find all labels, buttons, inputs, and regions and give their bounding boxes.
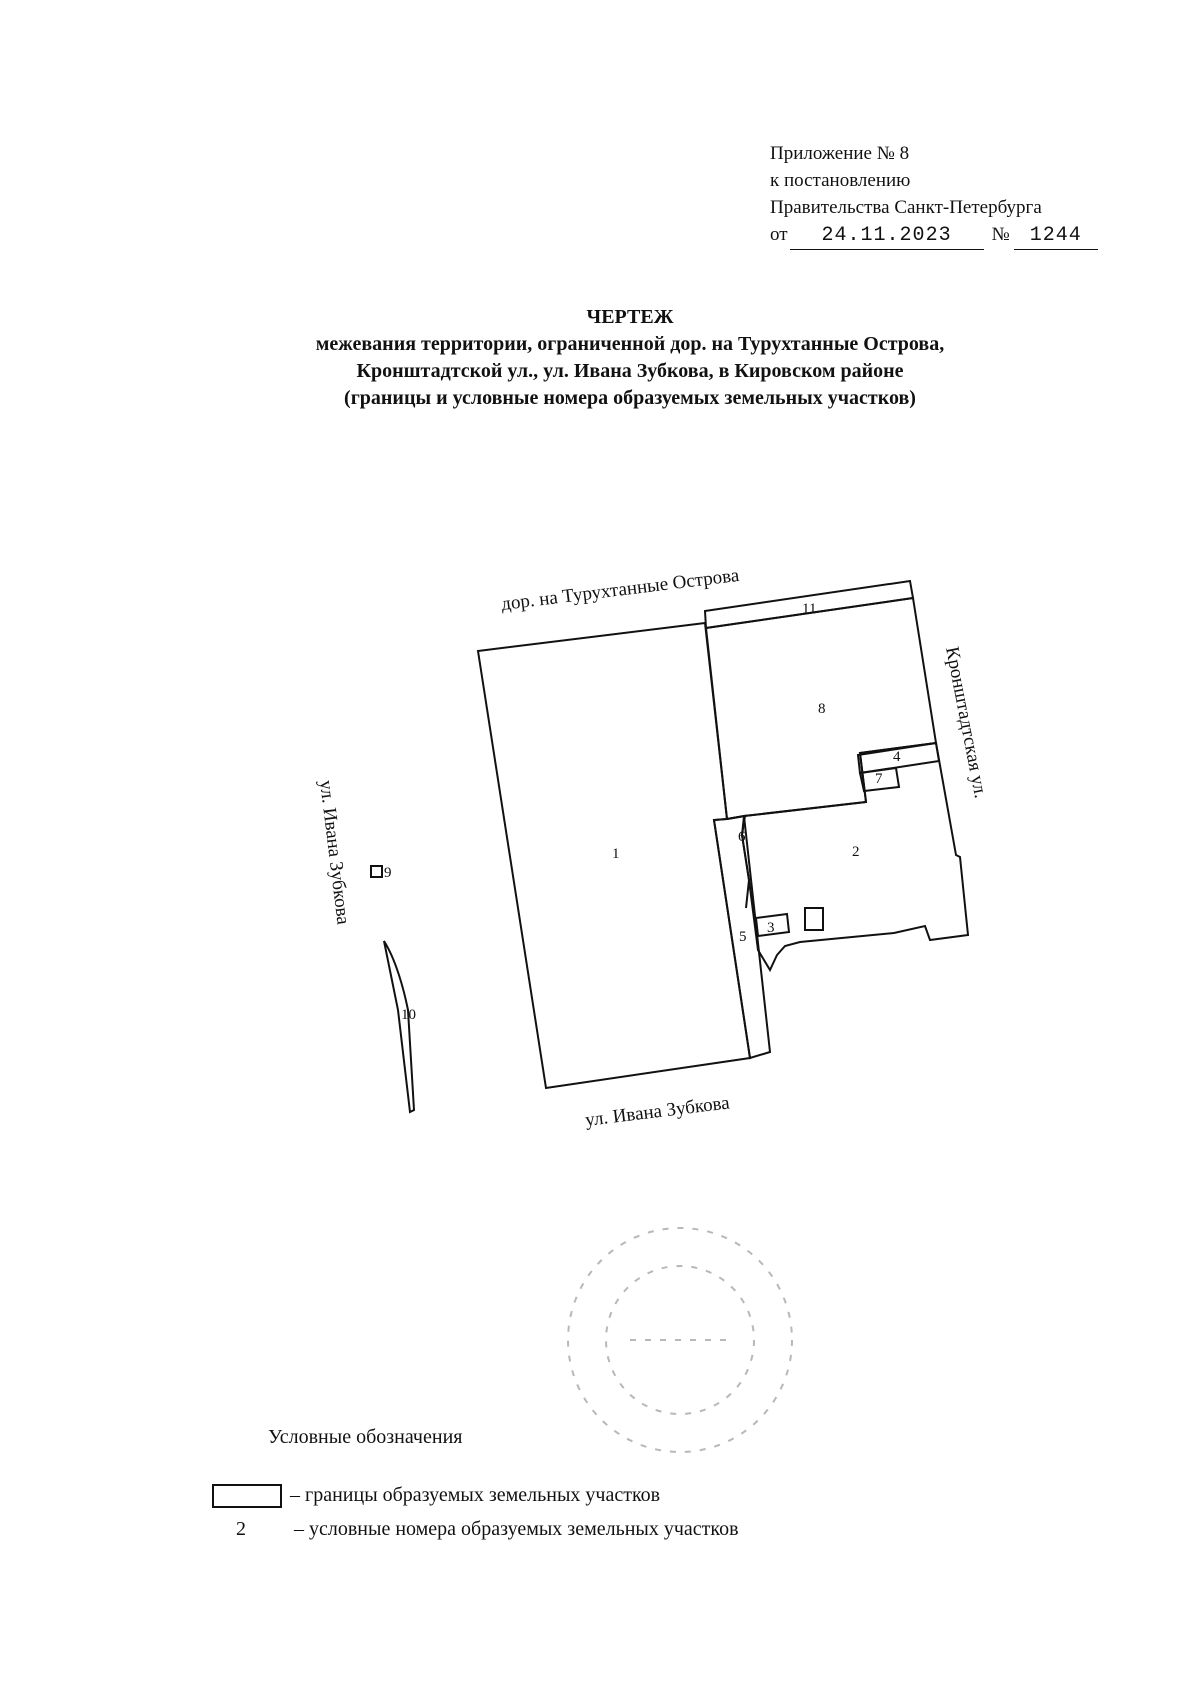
plot-6-boundary bbox=[726, 814, 751, 909]
title-line-1: межевания территории, ограниченной дор. … bbox=[315, 333, 945, 355]
plot-9-boundary bbox=[370, 865, 383, 878]
plot-label-9: 9 bbox=[384, 865, 392, 881]
annex-line-2: к постановлению bbox=[770, 170, 911, 191]
title-heading: ЧЕРТЕЖ bbox=[586, 306, 674, 328]
street-bottom-label: ул. Ивана Зубкова bbox=[584, 1092, 731, 1131]
plot-3-boundary bbox=[754, 912, 791, 938]
legend-boundary-text: – границы образуемых земельных участков bbox=[290, 1484, 661, 1506]
plot-label-8: 8 bbox=[818, 701, 826, 717]
plot-label-4: 4 bbox=[893, 749, 901, 765]
annex-line-3: Правительства Санкт-Петербурга bbox=[770, 197, 1042, 218]
plot-label-6: 6 bbox=[738, 829, 746, 845]
legend-heading: Условные обозначения bbox=[268, 1426, 463, 1448]
plot-label-10: 10 bbox=[401, 1007, 416, 1023]
plot-label-11: 11 bbox=[802, 601, 816, 617]
plot-7-boundary bbox=[858, 766, 901, 793]
plot-10-boundary bbox=[383, 940, 416, 1114]
title-line-2: Кронштадтской ул., ул. Ивана Зубкова, в … bbox=[356, 360, 904, 382]
official-stamp bbox=[567, 1227, 793, 1453]
plot-label-2: 2 bbox=[852, 844, 860, 860]
annex-number: 1244 bbox=[1013, 222, 1098, 250]
annex-number-sign: № bbox=[991, 224, 1010, 245]
legend-boundary-row: – границы образуемых земельных участков bbox=[212, 1484, 661, 1509]
legend-number-row: 2 – условные номера образуемых земельных … bbox=[212, 1518, 739, 1541]
street-top-label: дор. на Турухтанные Острова bbox=[500, 565, 741, 615]
plot-label-3: 3 bbox=[767, 920, 775, 936]
annex-date: 24.11.2023 bbox=[789, 222, 984, 250]
street-left-label: ул. Ивана Зубкова bbox=[315, 779, 354, 926]
title-line-3: (границы и условные номера образуемых зе… bbox=[344, 387, 916, 409]
legend-number-sample: 2 bbox=[236, 1518, 246, 1540]
plot-3-annex-box bbox=[804, 907, 824, 931]
plot-label-1: 1 bbox=[612, 846, 620, 862]
legend-number-text: – условные номера образуемых земельных у… bbox=[294, 1518, 739, 1540]
plot-label-5: 5 bbox=[739, 929, 747, 945]
annex-block: Приложение № 8 к постановлению Правитель… bbox=[770, 140, 1098, 250]
street-right-label: Кронштадтская ул. bbox=[941, 645, 991, 800]
document-title: ЧЕРТЕЖ межевания территории, ограниченно… bbox=[150, 304, 1110, 412]
annex-line-1: Приложение № 8 bbox=[770, 143, 910, 164]
plot-label-7: 7 bbox=[875, 771, 883, 787]
legend-boundary-symbol bbox=[212, 1484, 282, 1509]
annex-date-prefix: от bbox=[770, 224, 788, 245]
